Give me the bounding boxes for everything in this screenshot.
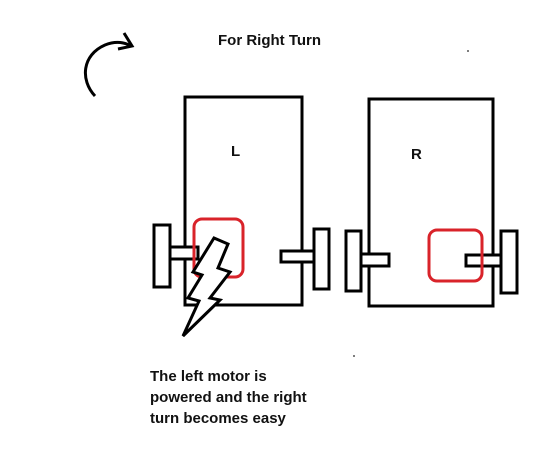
left-car-label: L — [231, 143, 241, 160]
diagram-title: For Right Turn — [218, 32, 322, 49]
left-car-right-wheel — [312, 227, 331, 291]
stray-dot — [467, 50, 469, 52]
left-car — [152, 95, 331, 307]
lightning-bolt-icon — [181, 236, 233, 338]
right-car-label: R — [411, 146, 422, 163]
right-car-left-axle — [359, 252, 391, 268]
right-car-left-wheel — [344, 229, 363, 293]
right-car-right-wheel — [499, 229, 519, 295]
stray-dot — [353, 355, 355, 357]
curved-arrow-right-icon — [83, 32, 135, 98]
right-motor-highlight — [427, 228, 484, 283]
left-car-left-wheel — [152, 223, 172, 289]
right-car — [344, 97, 519, 308]
caption-line: turn becomes easy — [150, 410, 286, 427]
right-car-body — [367, 97, 495, 308]
left-car-right-axle — [279, 249, 316, 264]
caption-line: The left motor is — [150, 368, 267, 385]
left-car-left-axle — [168, 245, 200, 261]
caption-line: powered and the right — [150, 389, 307, 406]
caption: The left motor is powered and the right … — [150, 366, 350, 429]
